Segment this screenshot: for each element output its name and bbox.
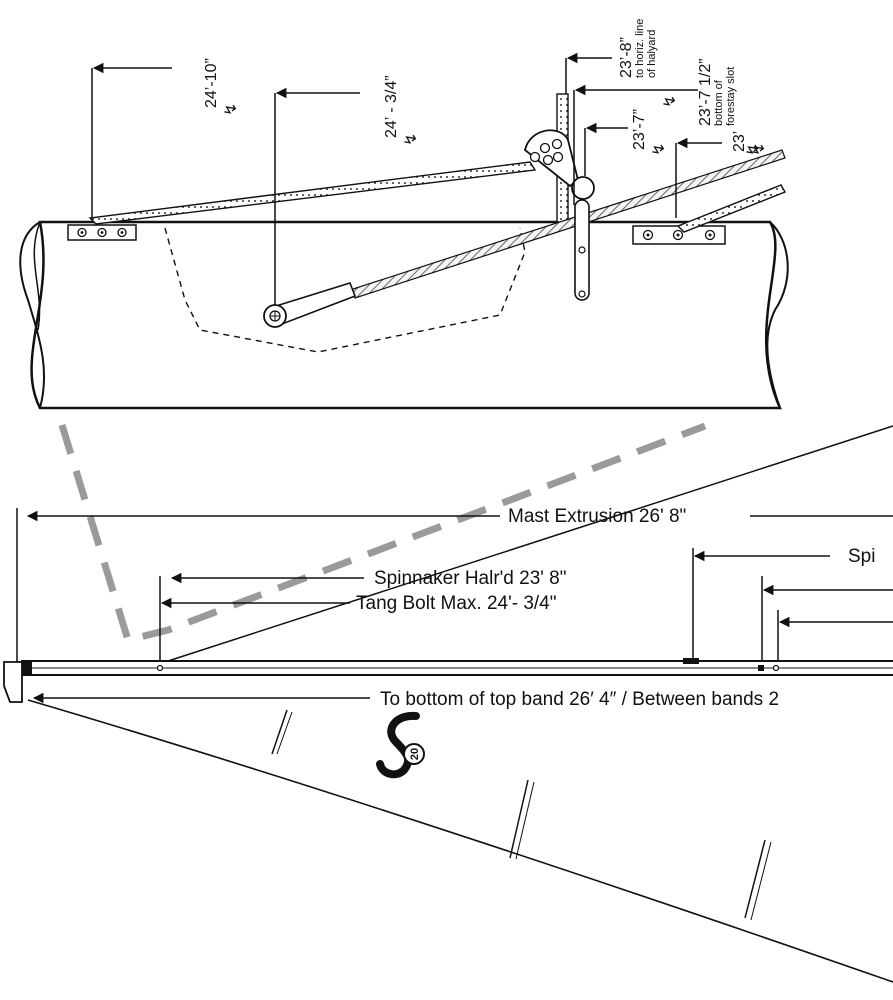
svg-text:↯: ↯: [403, 133, 420, 146]
svg-text:↯: ↯: [662, 95, 679, 108]
svg-text:↯: ↯: [745, 143, 762, 156]
left-tang-plate: [67, 224, 137, 241]
svg-text:23’: 23’: [731, 131, 748, 152]
svg-text:bottom of: bottom of: [713, 79, 725, 126]
spinnaker-halyard-label: Spinnaker Halr'd 23' 8": [374, 568, 567, 589]
spinnaker-top-label: Spi: [848, 546, 875, 567]
dim-label-23-8: 23’-8” to horiz. line of halyard ↯: [618, 19, 679, 108]
mast-tube-detail: 24’-10” ↯ 24’ - 3/4” ↯ 23’-8” to horiz. …: [19, 19, 789, 410]
svg-text:↯: ↯: [223, 103, 240, 116]
halyard-sheave-block: [523, 129, 580, 188]
dim-label-24-3-4: 24’ - 3/4” ↯: [383, 75, 420, 146]
top-band-label: To bottom of top band 26′ 4″ / Between b…: [380, 689, 779, 710]
mast-extrusion: [21, 658, 893, 676]
svg-text:24’ - 3/4”: 24’ - 3/4”: [383, 75, 400, 138]
tube-left-end: [19, 221, 46, 409]
dim-label-23-7: 23’-7” ↯: [631, 109, 668, 156]
mast-extrusion-label: Mast Extrusion 26' 8": [508, 506, 686, 527]
sail-outline: [27, 425, 893, 983]
tang-bolt-label: Tang Bolt Max. 24'- 3/4": [356, 593, 556, 614]
svg-text:of halyard: of halyard: [646, 30, 658, 78]
shroud-strap: [88, 161, 537, 225]
svg-text:23’-7”: 23’-7”: [631, 109, 648, 150]
svg-text:20: 20: [409, 748, 421, 760]
dim-label-23: 23’ ↯: [731, 131, 768, 156]
svg-text:↯: ↯: [751, 143, 768, 156]
svg-text:23’-8”: 23’-8”: [618, 37, 635, 78]
mast-tube-body: [30, 220, 782, 410]
svg-text:forestay slot: forestay slot: [725, 67, 737, 126]
detail-callout-outline: [58, 422, 707, 645]
right-strap: [676, 184, 787, 233]
dim-label-23-7-1-2: 23’-7 1/2” bottom of forestay slot ↯: [697, 58, 762, 156]
masthead-cap: [3, 661, 23, 703]
forestay-fitting: [571, 176, 595, 301]
right-tang-plate: [632, 225, 726, 245]
svg-text:to horiz. line: to horiz. line: [634, 19, 646, 78]
svg-text:23’-7 1/2”: 23’-7 1/2”: [697, 58, 714, 126]
tang-bolt-fitting: [263, 282, 357, 328]
dim-label-24-10: 24’-10” ↯: [203, 58, 240, 116]
tube-right-end: [766, 221, 789, 409]
svg-text:↯: ↯: [651, 143, 668, 156]
svg-text:24’-10”: 24’-10”: [203, 58, 220, 108]
class-logo: 20: [376, 711, 425, 779]
